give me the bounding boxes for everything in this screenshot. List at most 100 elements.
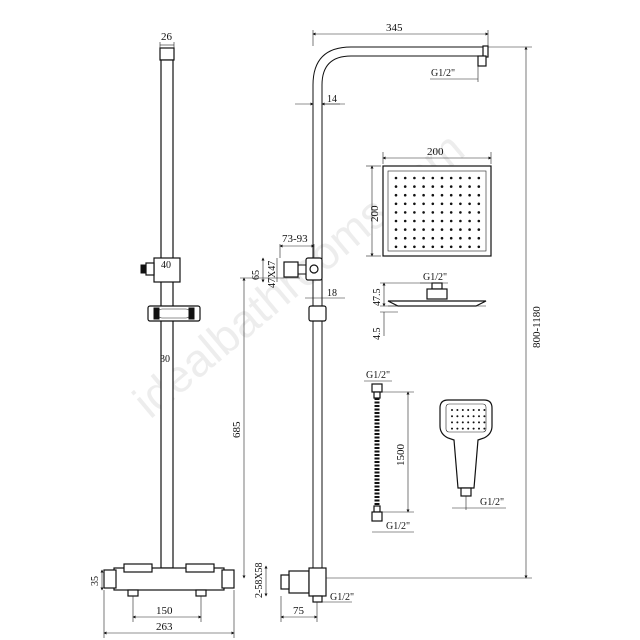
nozzle-dot bbox=[403, 176, 407, 180]
dim-elbow-size: 2-58X58 bbox=[254, 562, 265, 598]
dim-outlet-height: 685 bbox=[231, 421, 243, 438]
nozzle-dot bbox=[449, 193, 453, 197]
nozzle-dot bbox=[403, 211, 407, 214]
nozzle-dot bbox=[422, 193, 425, 197]
nozzle-dot bbox=[472, 421, 475, 424]
nozzle-dot bbox=[422, 219, 425, 223]
nozzle-dot bbox=[477, 176, 481, 180]
dim-arm-projection: 345 bbox=[386, 22, 403, 34]
nozzle-dot bbox=[468, 193, 471, 197]
nozzle-dot bbox=[483, 409, 486, 411]
arm-outlet bbox=[477, 55, 487, 67]
side-valve-body bbox=[288, 570, 310, 594]
valve-handle-right bbox=[185, 563, 215, 573]
nozzle-dot bbox=[413, 211, 416, 214]
nozzle-dot bbox=[394, 193, 398, 197]
handset-inlet bbox=[460, 487, 472, 497]
head-swivel bbox=[426, 288, 448, 300]
nozzle-dot bbox=[456, 427, 459, 430]
nozzle-dot bbox=[413, 202, 416, 206]
nozzle-dot bbox=[449, 228, 453, 231]
dim-head-profile-height: 47.5 bbox=[372, 289, 383, 307]
nozzle-dot bbox=[459, 202, 462, 206]
nozzle-dot bbox=[459, 236, 462, 240]
dim-head-depth: 200 bbox=[369, 205, 381, 222]
shower-head-nozzles bbox=[394, 176, 481, 249]
side-view: 345 G1/2" 14 73-93 65 47X47 18 685 bbox=[231, 22, 543, 622]
nozzle-dot bbox=[478, 409, 480, 411]
nozzle-dot bbox=[413, 245, 416, 249]
nozzle-dot bbox=[394, 236, 398, 240]
nozzle-dot bbox=[403, 193, 407, 197]
nozzle-dot bbox=[468, 236, 471, 240]
nozzle-dot bbox=[468, 176, 471, 180]
hose-view: G1/2" 1500 G1/2" bbox=[364, 370, 414, 533]
nozzle-dot bbox=[449, 245, 453, 249]
nozzle-dot bbox=[449, 211, 453, 214]
nozzle-dot bbox=[478, 415, 480, 418]
nozzle-dot bbox=[468, 228, 471, 231]
nozzle-dot bbox=[451, 415, 453, 418]
nozzle-dot bbox=[461, 409, 464, 411]
nozzle-dot bbox=[468, 245, 471, 249]
nozzle-dot bbox=[440, 245, 444, 249]
head-profile bbox=[387, 300, 487, 307]
arm-end-cap bbox=[482, 45, 489, 58]
nozzle-dot bbox=[440, 219, 444, 223]
nozzle-dot bbox=[472, 415, 475, 418]
nozzle-dot bbox=[459, 228, 462, 231]
nozzle-dot bbox=[440, 236, 444, 240]
nozzle-dot bbox=[459, 211, 462, 214]
label-handset-inlet-thread: G1/2" bbox=[480, 497, 504, 508]
nozzle-dot bbox=[403, 219, 407, 223]
nozzle-dot bbox=[431, 236, 435, 240]
nozzle-dot bbox=[413, 236, 416, 240]
nozzle-dot bbox=[468, 202, 471, 206]
nozzle-dot bbox=[483, 415, 486, 418]
dim-arm-diameter: 14 bbox=[327, 94, 337, 105]
rail-bracket bbox=[153, 257, 181, 283]
nozzle-dot bbox=[456, 409, 459, 411]
nozzle-dot bbox=[422, 236, 425, 240]
nozzle-dot bbox=[403, 202, 407, 206]
nozzle-dot bbox=[456, 421, 459, 424]
nozzle-dot bbox=[422, 245, 425, 249]
nozzle-dot bbox=[431, 219, 435, 223]
nozzle-dot bbox=[422, 211, 425, 214]
nozzle-dot bbox=[478, 427, 480, 430]
nozzle-dot bbox=[413, 228, 416, 231]
nozzle-dot bbox=[477, 219, 481, 223]
nozzle-dot bbox=[394, 185, 398, 188]
nozzle-dot bbox=[483, 427, 486, 430]
dim-bracket-range: 73-93 bbox=[282, 233, 308, 245]
nozzle-dot bbox=[449, 219, 453, 223]
side-valve-knob bbox=[308, 567, 327, 597]
nozzle-dot bbox=[394, 245, 398, 249]
nozzle-dot bbox=[467, 409, 470, 411]
side-slider bbox=[308, 305, 327, 322]
dim-rail-top-width: 26 bbox=[161, 31, 173, 43]
nozzle-dot bbox=[431, 176, 435, 180]
nozzle-dot bbox=[440, 193, 444, 197]
nozzle-dot bbox=[472, 427, 475, 430]
nozzle-dot bbox=[459, 185, 462, 188]
nozzle-dot bbox=[459, 193, 462, 197]
nozzle-dot bbox=[459, 219, 462, 223]
nozzle-dot bbox=[403, 245, 407, 249]
side-valve-elbow bbox=[280, 574, 290, 590]
label-hose-top-thread: G1/2" bbox=[366, 370, 390, 381]
front-view: 26 40 30 35 150 263 bbox=[90, 31, 235, 638]
nozzle-dot bbox=[477, 211, 481, 214]
dim-bracket-height: 65 bbox=[251, 270, 262, 280]
nozzle-dot bbox=[468, 219, 471, 223]
nozzle-dot bbox=[451, 421, 453, 424]
nozzle-dot bbox=[413, 176, 416, 180]
nozzle-dot bbox=[478, 421, 480, 424]
nozzle-dot bbox=[440, 202, 444, 206]
nozzle-dot bbox=[459, 245, 462, 249]
bracket-knob bbox=[145, 262, 155, 276]
nozzle-dot bbox=[456, 415, 459, 418]
nozzle-dot bbox=[451, 409, 453, 411]
hose-bottom-nut bbox=[371, 511, 383, 522]
shower-head-view: 200 200 G1/2" 47.5 4.5 bbox=[366, 146, 492, 340]
